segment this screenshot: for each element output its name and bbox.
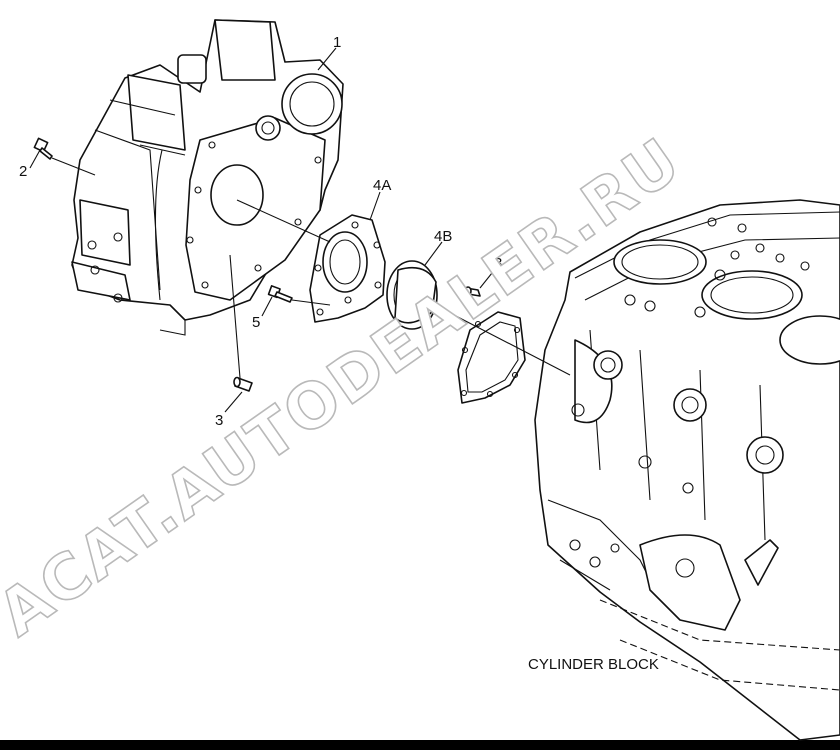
assembly-line-3 [291, 299, 331, 306]
dowel-pin-upper [464, 286, 481, 297]
leader-5 [261, 296, 273, 317]
oil-seal-housing [309, 214, 386, 323]
cylinder-block [534, 199, 840, 741]
assembly-line-1 [236, 199, 331, 243]
leader-3a [224, 391, 243, 413]
callout-4b: 4B [434, 228, 452, 245]
leader-3b [479, 267, 497, 289]
dowel-pin-lower [233, 376, 253, 392]
oil-seal-ring [386, 260, 438, 330]
callout-1: 1 [333, 34, 341, 51]
bolt-2 [33, 137, 53, 160]
callout-5: 5 [252, 314, 260, 331]
assembly-line-4 [229, 254, 241, 379]
gasket [457, 311, 526, 404]
bolt-5 [267, 285, 293, 303]
assembly-line-2 [424, 299, 571, 376]
flywheel-housing [71, 19, 344, 336]
leader-4b [424, 241, 443, 266]
callout-3-lower: 3 [215, 412, 223, 429]
leader-4a [369, 191, 381, 221]
callout-2: 2 [19, 163, 27, 180]
leader-2 [29, 149, 41, 169]
bottom-frame-bar [0, 740, 840, 750]
leader-1 [317, 47, 337, 71]
assembly-line-5 [51, 157, 96, 176]
callout-3-upper: 3 [494, 255, 502, 272]
cylinder-block-label: CYLINDER BLOCK [528, 656, 659, 673]
callout-4a: 4A [373, 177, 391, 194]
